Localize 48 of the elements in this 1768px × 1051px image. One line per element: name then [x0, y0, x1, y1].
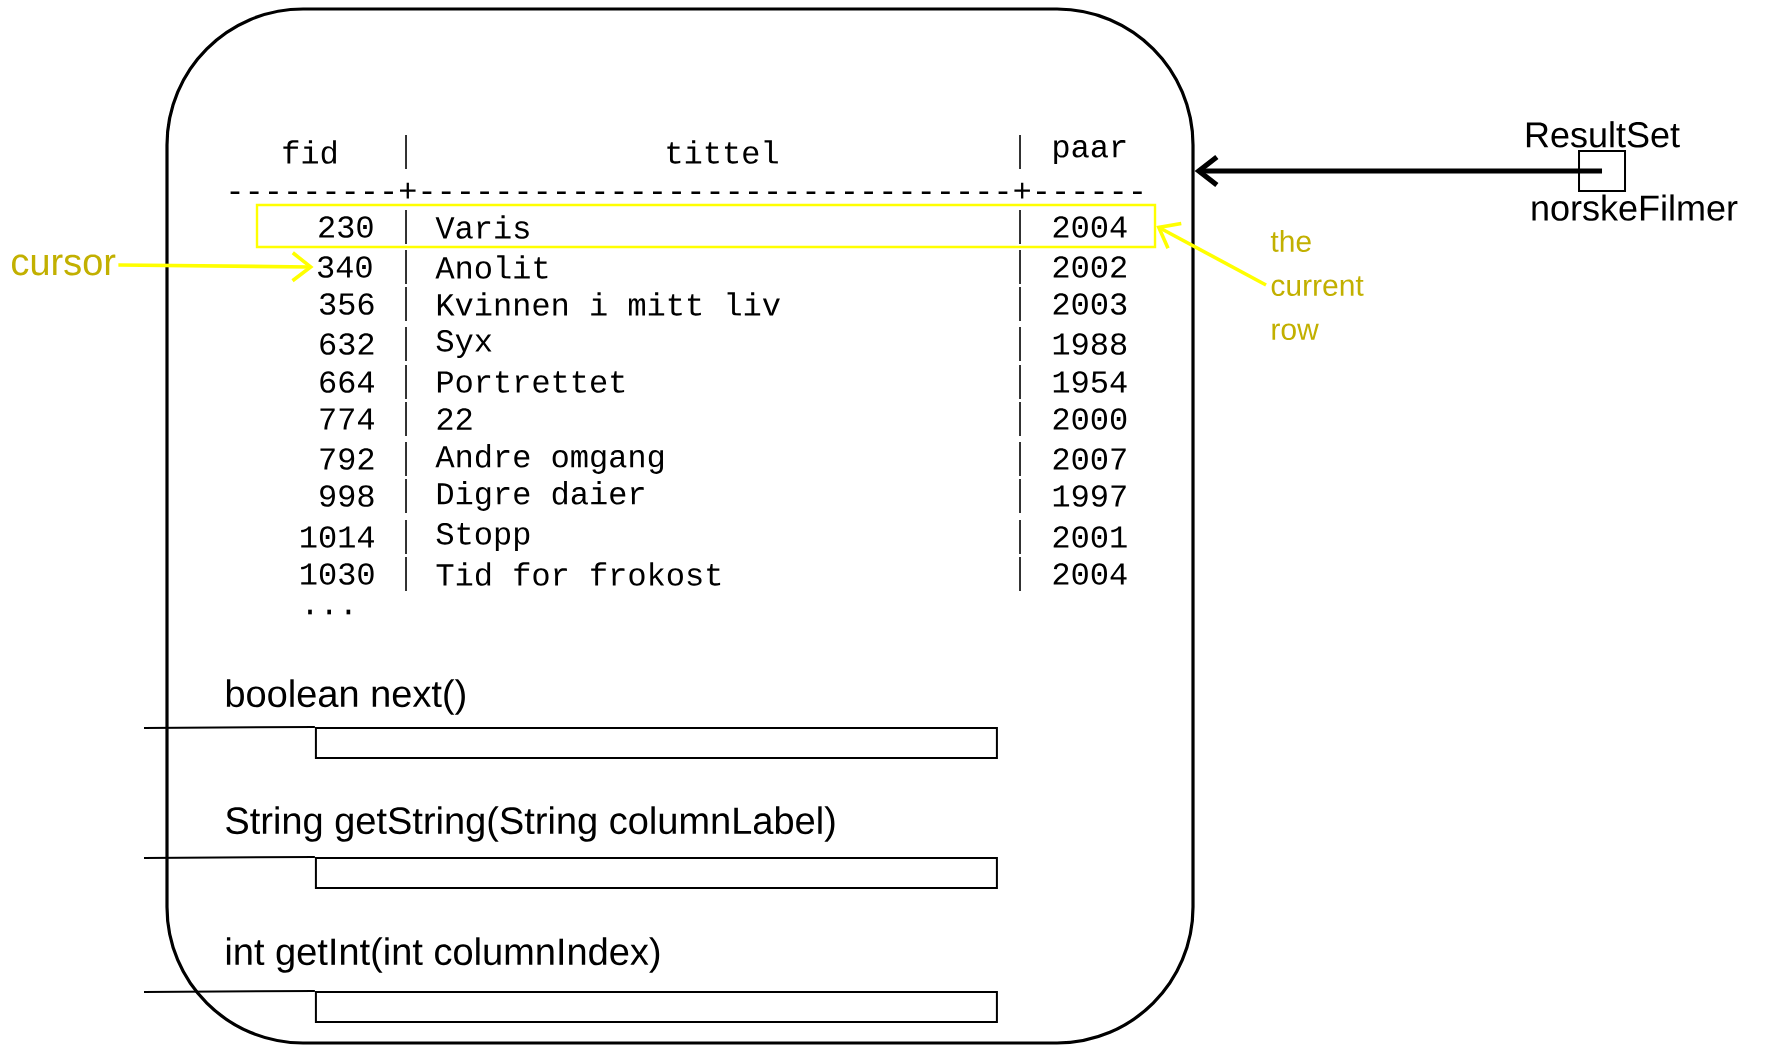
method-box: boolean next() — [226, 679, 998, 759]
method-box: int getInt(int columnIndex) — [226, 937, 998, 1023]
table-entry: 1014 — [301, 526, 374, 548]
table-entry: Stopp — [436, 523, 530, 552]
table-entry: 1954 — [1053, 371, 1127, 393]
table-entry: 340 — [318, 256, 372, 278]
table-entry: 2007 — [1053, 448, 1126, 470]
table-entry: 998 — [320, 485, 374, 507]
node-label: String getString(String columnLabel) — [226, 806, 835, 842]
table-entry: 1030 — [301, 563, 374, 585]
connector-line — [143, 726, 316, 729]
table-entry: Andre omgang — [435, 444, 664, 474]
method-box: String getString(String columnLabel) — [226, 806, 998, 889]
connector-line — [143, 990, 316, 993]
connector-line — [143, 856, 316, 859]
table-entry: 2001 — [1053, 526, 1127, 548]
node-label: norskeFilmer — [1532, 194, 1738, 221]
column-header: tittel — [667, 140, 778, 164]
ellipsis-text: ... — [308, 609, 351, 615]
table-entry: 774 — [320, 408, 374, 430]
table-entry: Syx — [436, 330, 492, 359]
arrow — [1156, 221, 1267, 287]
table-entry: 632 — [320, 333, 374, 355]
table-entry: 664 — [320, 371, 374, 393]
object-box — [165, 7, 1195, 1045]
cursor-label: cursor — [12, 254, 116, 276]
table-entry: Tid for frokost — [436, 562, 721, 586]
arrow — [1194, 154, 1602, 188]
table-entry: 1988 — [1053, 333, 1127, 355]
current-row-highlight: 230 Varis 2004 — [255, 203, 1157, 249]
column-header: paar — [1054, 140, 1126, 164]
node-label: boolean next() — [226, 679, 465, 715]
table-entry: 792 — [320, 448, 374, 470]
table-entry: 2004 — [1053, 563, 1127, 585]
table-entry: 2003 — [1053, 293, 1127, 315]
table-entry: Portrettet — [437, 371, 625, 393]
table-entry: 22 — [437, 408, 472, 430]
arrow — [118, 251, 314, 283]
node-label: ResultSet — [1526, 121, 1680, 148]
annotation-text: the current row — [1270, 230, 1364, 340]
variable-box: ResultSet norskeFilmer — [1526, 121, 1738, 221]
table-entry: 1997 — [1053, 485, 1126, 507]
table-entry: 356 — [320, 293, 374, 315]
node-label: int getInt(int columnIndex) — [226, 937, 660, 973]
table-entry: Kvinnen i mitt liv — [437, 292, 780, 316]
column-header: fid — [283, 140, 336, 164]
table-entry: 2000 — [1053, 408, 1127, 430]
table-entry: Digre daier — [437, 481, 644, 511]
